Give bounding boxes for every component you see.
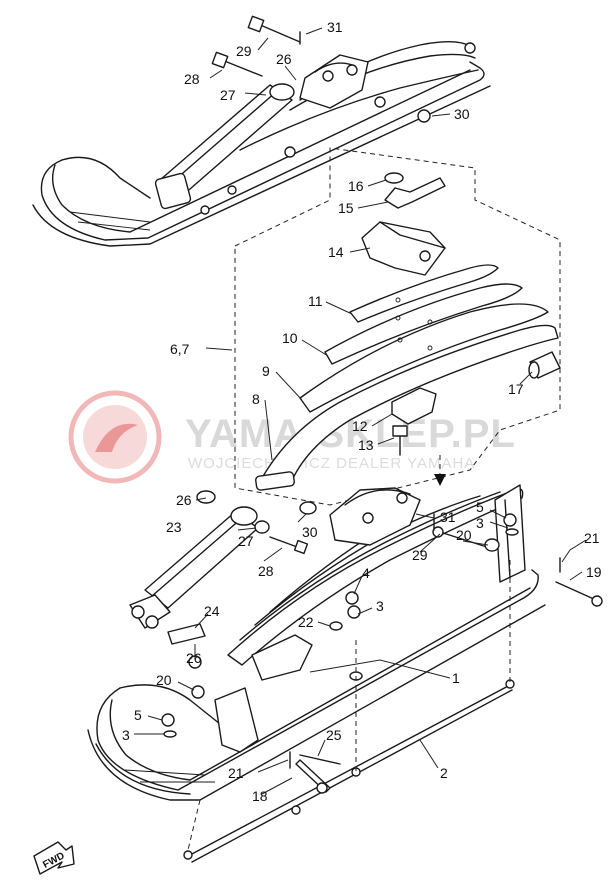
top-ski-body — [40, 61, 485, 241]
callout-6-7: 6,7 — [170, 341, 190, 357]
ski-1 — [96, 569, 539, 791]
leaf-spring-group-outline — [234, 147, 561, 506]
callout-9: 9 — [262, 363, 270, 379]
nut-30-mid — [299, 501, 317, 515]
callout-15: 15 — [338, 200, 354, 216]
callouts: 31 29 28 26 27 30 16 15 14 11 10 6,7 9 8… — [122, 19, 602, 804]
top-bolt-29 — [257, 23, 301, 43]
nut-5-low — [161, 713, 175, 727]
stopper-block-22 — [251, 634, 313, 681]
watermark: YAMA-SKLEP.PL WOJCIECHOWICZ DEALER YAMAH… — [68, 390, 515, 484]
callout-30-top: 30 — [454, 106, 470, 122]
leader-lines — [134, 27, 587, 795]
nut-16 — [384, 172, 404, 184]
callout-20-right: 20 — [456, 527, 472, 543]
forward-arrow-icon — [33, 841, 75, 875]
callout-8: 8 — [252, 391, 260, 407]
watermark-subtitle: WOJCIECHOWICZ DEALER YAMAHA — [188, 455, 475, 472]
front-bracket — [214, 687, 259, 753]
callout-12: 12 — [352, 418, 368, 434]
callout-18: 18 — [252, 788, 268, 804]
callout-26-low: 26 — [186, 650, 202, 666]
top-ski-assembly — [32, 15, 491, 247]
callout-26-top: 26 — [276, 51, 292, 67]
callout-14: 14 — [328, 244, 344, 260]
mount-block-14 — [361, 221, 446, 276]
callout-23: 23 — [166, 519, 182, 535]
callout-3-center: 3 — [376, 598, 384, 614]
callout-24: 24 — [204, 603, 220, 619]
callout-13: 13 — [358, 437, 374, 453]
watermark-logo-icon — [68, 390, 162, 484]
callout-28-mid: 28 — [258, 563, 274, 579]
callout-20-low: 20 — [156, 672, 172, 688]
leaf-10 — [324, 283, 523, 365]
callout-31-mid: 31 — [440, 509, 456, 525]
callout-3-right: 3 — [476, 515, 484, 531]
callout-31-top: 31 — [327, 19, 343, 35]
callout-16: 16 — [348, 178, 364, 194]
callout-27-mid: 27 — [238, 533, 254, 549]
top-nut-30 — [417, 109, 431, 123]
callout-22: 22 — [298, 614, 314, 630]
top-bolt-28 — [221, 59, 263, 77]
leaf-11 — [349, 264, 499, 323]
clamp-plate-15 — [384, 177, 446, 209]
collar-26-mid — [196, 490, 216, 504]
callout-25: 25 — [326, 727, 342, 743]
callout-4: 4 — [362, 565, 370, 581]
callout-21-right: 21 — [584, 530, 600, 546]
assembly-direction-arrow-icon — [434, 455, 446, 486]
callout-26-mid: 26 — [176, 492, 192, 508]
callout-5-low: 5 — [134, 707, 142, 723]
callout-1: 1 — [452, 670, 460, 686]
callout-2: 2 — [440, 765, 448, 781]
callout-19: 19 — [586, 564, 602, 580]
callout-30-mid: 30 — [302, 524, 318, 540]
callout-17: 17 — [508, 381, 524, 397]
assembled-leaf-spring — [227, 488, 524, 666]
wear-bar-2 — [189, 684, 513, 863]
fwd-marker: FWD — [33, 841, 75, 875]
callout-3-low: 3 — [122, 727, 130, 743]
callout-10: 10 — [282, 330, 298, 346]
washer-20-low — [191, 685, 205, 699]
callout-5-right: 5 — [476, 499, 484, 515]
callout-21-low: 21 — [228, 765, 244, 781]
leaf-9 — [299, 303, 549, 413]
callout-11: 11 — [308, 293, 323, 309]
leaf-spring-group — [234, 147, 561, 506]
leaf-8 — [261, 324, 559, 486]
callout-27-top: 27 — [220, 87, 236, 103]
callout-29-mid: 29 — [412, 547, 428, 563]
callout-29-top: 29 — [236, 43, 252, 59]
bottom-ski-assembly — [87, 484, 603, 863]
callout-28-top: 28 — [184, 71, 200, 87]
shock-absorber-23 — [144, 511, 259, 609]
